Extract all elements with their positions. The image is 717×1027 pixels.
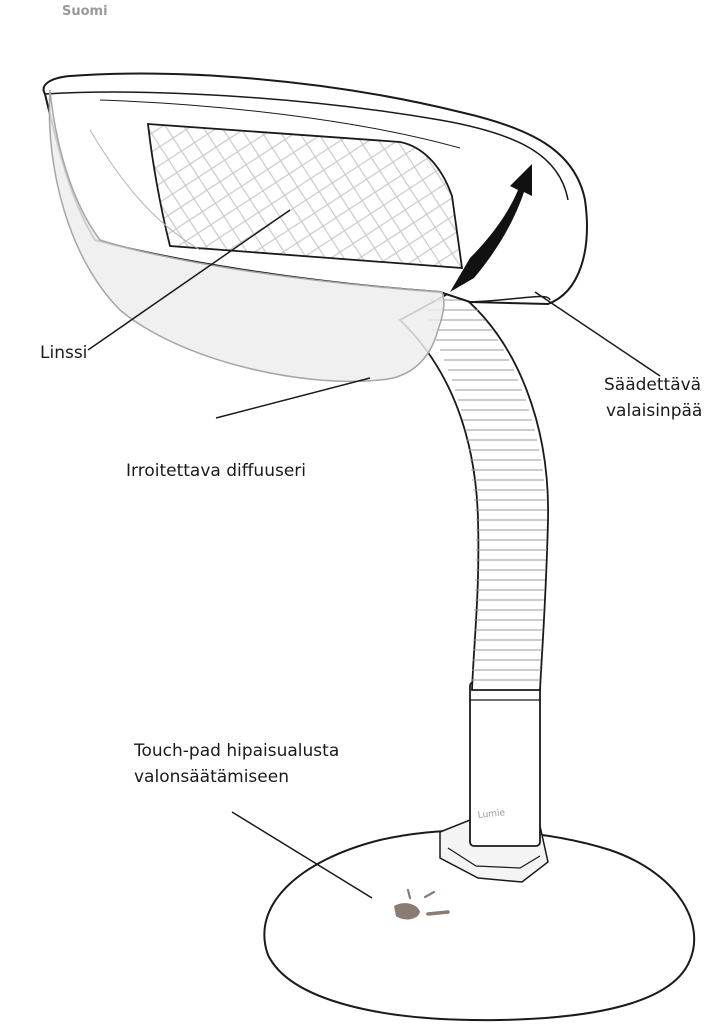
neck-sleeve: Lumie	[470, 682, 540, 846]
diffuser-leader-line	[216, 378, 370, 418]
lens-label: Linssi	[40, 342, 87, 365]
lamp-base	[264, 820, 694, 1020]
touchpad-label-line2: valonsäätämiseen	[134, 766, 289, 789]
diffuser-label: Irroitettava diffuuseri	[126, 460, 306, 483]
head-label-line2: valaisinpää	[606, 400, 702, 423]
head-label-line1: Säädettävä	[604, 374, 701, 397]
touchpad-label-line1: Touch-pad hipaisualusta	[134, 740, 339, 763]
head-leader-line	[535, 292, 660, 376]
